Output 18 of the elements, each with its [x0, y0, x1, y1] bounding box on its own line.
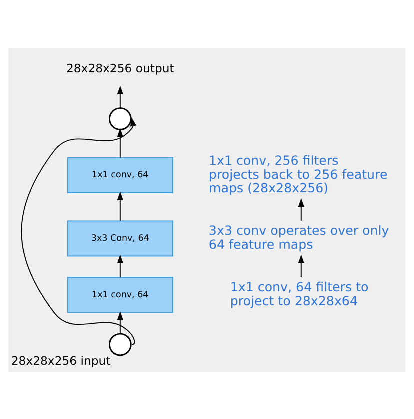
node-box: 1x1 conv, 64	[67, 276, 174, 313]
arrow	[21, 117, 136, 345]
arrow	[117, 85, 124, 108]
node-text: 3x3 conv operates over only 64 feature maps	[208, 222, 390, 252]
node-text: 1x1 conv, 256 filters projects back to 256 feature maps (28x28x256)	[208, 152, 388, 195]
node-box: 1x1 conv, 64	[67, 156, 174, 193]
node-text: 1x1 conv, 64 filters to project to 28x28x64	[230, 279, 369, 308]
node-circle	[108, 332, 132, 356]
arrow	[117, 191, 124, 221]
arrow	[298, 198, 304, 221]
arrow	[117, 310, 124, 334]
node-text: 28x28x256 output	[66, 60, 174, 75]
node-box: 3x3 Conv, 64	[67, 220, 174, 256]
node-label: 28x28x256 input	[11, 353, 111, 368]
arrow	[117, 128, 124, 158]
arrow	[117, 254, 124, 278]
arrow	[298, 254, 304, 278]
node-circle	[108, 107, 132, 130]
